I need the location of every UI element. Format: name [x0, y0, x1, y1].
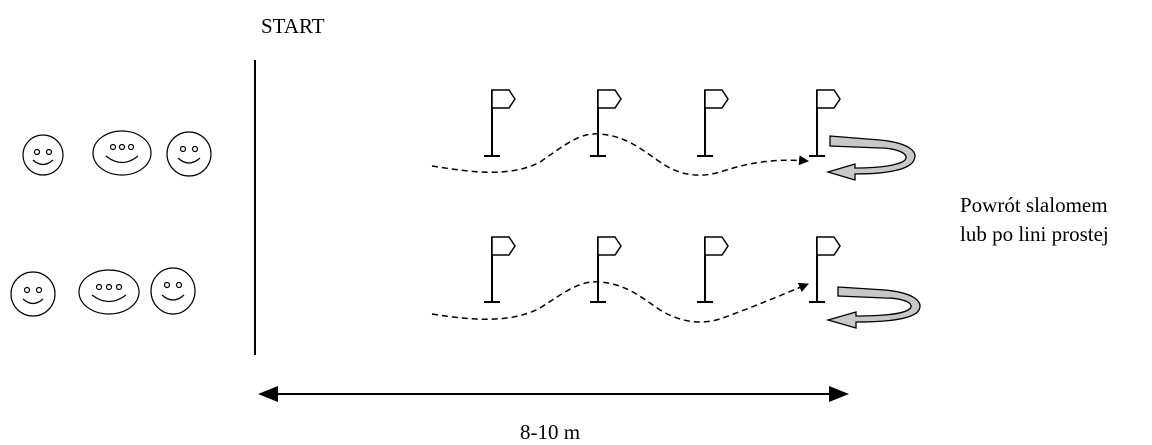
flag-icon: [809, 89, 841, 157]
flag-icon: [697, 89, 729, 157]
start-label: START: [261, 14, 325, 38]
flag-icon: [697, 236, 729, 303]
distance-label: 8-10 m: [520, 420, 581, 444]
flag-icon: [484, 89, 516, 157]
flag-icon: [484, 236, 516, 303]
return-arrow-top: [825, 135, 916, 181]
return-arrow-bottom: [825, 286, 921, 329]
player-icon: [166, 131, 212, 177]
player-icon: [150, 267, 196, 315]
slalom-path-top: [431, 133, 809, 176]
flag-icon: [809, 236, 841, 303]
player-icon: [10, 271, 56, 317]
player-icon: [78, 269, 140, 315]
return-note-line1: Powrót slalomem: [960, 193, 1108, 217]
player-icon: [22, 134, 64, 176]
distance-arrow-right-head: [829, 386, 849, 402]
return-note-line2: lub po lini prostej: [960, 222, 1109, 246]
flag-icon: [590, 236, 622, 303]
flag-icon: [590, 89, 622, 157]
distance-arrow-left-head: [258, 386, 278, 402]
player-icon: [92, 130, 152, 176]
